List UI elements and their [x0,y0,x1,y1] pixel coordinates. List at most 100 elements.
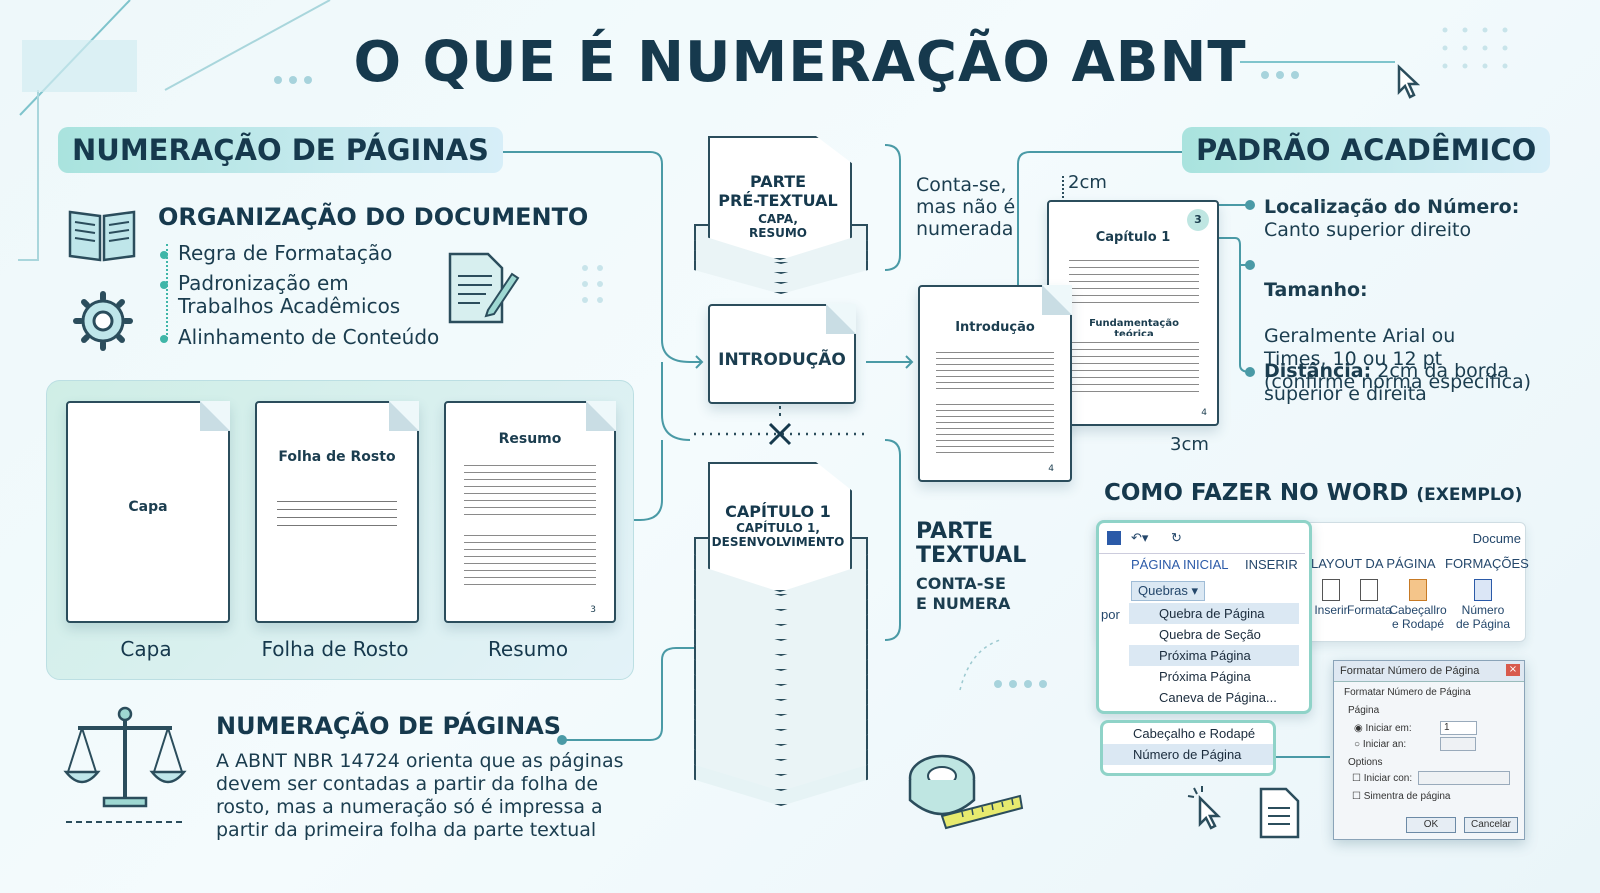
section-pill-academic-standard: PADRÃO ACADÊMICO [1182,127,1551,173]
pretext-sub2: RESUMO [749,226,807,240]
bottom-section-title: NUMERAÇÃO DE PÁGINAS [216,712,562,740]
textual-sub: CONTA-SE E NUMERA [916,574,1011,613]
click-cursor-icon [1186,784,1226,830]
tab-formacoes[interactable]: FORMAÇÕES [1445,556,1529,571]
intro-page-title: Introdução [955,320,1035,335]
quebras-dropdown[interactable]: Quebras ▾ [1131,581,1206,601]
dialog-group-page: Página [1348,705,1380,716]
dialog-section-label: Formatar Número de Página [1344,687,1471,698]
bullet-formatting-rule: Regra de Formatação [160,241,392,265]
caption-capa: Capa [120,637,172,661]
ribbon-header-footer-button[interactable]: Cabeçallro e Rodapé [1389,579,1447,631]
page-number: 4 [1201,408,1207,418]
page-card-resumo: Resumo 3 [444,401,616,623]
start-an-input[interactable] [1440,737,1476,751]
dialog-group-options: Options [1348,757,1383,768]
intro-card: INTRODUÇÃO [708,304,856,404]
spec-location: Localização do Número: Canto superior di… [1264,196,1520,241]
page-card-capa-label: Capa [128,499,168,515]
dialog-cancel-button[interactable]: Cancelar [1464,817,1518,833]
margin-top-label: 2cm [1068,172,1107,193]
menu-next-page[interactable]: Próxima Página [1129,645,1299,666]
pretext-line1: PARTE [749,172,807,191]
margin-top-guide [1062,176,1066,198]
word-doc-title: Docume [1472,531,1521,546]
header-footer-menu: Cabeçalho e Rodapé Número de Página [1100,720,1276,776]
bottom-section-text: A ABNT NBR 14724 orienta que as páginas … [216,750,624,841]
scales-icon [62,702,188,826]
gear-icon [72,290,134,352]
word-breaks-menu-panel: ↶▾ ↻ PÁGINA INICIAL INSERIR por Quebras … [1096,520,1312,714]
pretextual-stack: PARTE PRÉ-TEXTUAL CAPA, RESUMO [692,136,870,304]
menu-page-break[interactable]: Quebra de Página [1129,603,1299,624]
caption-folha-de-rosto: Folha de Rosto [261,637,409,661]
tab-page-layout[interactable]: LAYOUT DA PÁGINA [1311,556,1436,571]
book-icon [66,202,138,264]
bullet-content-alignment: Alinhamento de Conteúdo [160,325,439,349]
page-card-chapter: 3 Capítulo 1 Fundamentação teórica 4 [1047,200,1219,426]
bullet-guide [166,244,170,339]
org-title: ORGANIZAÇÃO DO DOCUMENTO [158,203,589,231]
menu-next-page-2[interactable]: Próxima Página [1159,669,1251,684]
start-con-select[interactable] [1418,771,1510,785]
page-card-folha-label: Folha de Rosto [278,449,396,465]
page-number: 4 [1048,464,1054,474]
margin-bottom-label: 3cm [1170,434,1209,455]
ribbon-format-button[interactable]: Formata [1347,579,1392,617]
dialog-title: Formatar Número de Página [1334,661,1524,682]
intro-label: INTRODUÇÃO [718,350,846,370]
tab-insert[interactable]: INSERIR [1245,557,1298,572]
caption-resumo: Resumo [487,637,569,661]
text-block [464,529,596,591]
ribbon-fragment-label: por [1101,607,1120,622]
format-page-number-dialog: Formatar Número de Página × Formatar Núm… [1333,660,1525,840]
text-block [464,459,596,519]
start-at-input[interactable]: 1 [1440,721,1477,735]
text-block [936,399,1054,457]
radio-start-at[interactable]: ◉ Iniciar em: [1354,723,1412,734]
dialog-close-icon[interactable]: × [1506,664,1520,676]
menu-page-canvas[interactable]: Caneva de Página... [1159,690,1277,705]
page-title: O QUE É NUMERAÇÃO ABNT [353,30,1247,95]
document-icon [1258,786,1302,840]
page-card-resumo-label: Resumo [498,431,562,447]
chapter-page-title: Capítulo 1 [1095,230,1171,245]
chapter-line1: CAPÍTULO 1 [725,502,831,521]
menu-section-break[interactable]: Quebra de Seção [1159,627,1261,642]
text-block [1069,254,1199,306]
menu-header-footer[interactable]: Cabeçalho e Rodapé [1133,726,1256,741]
undo-icon[interactable]: ↶▾ [1131,530,1149,545]
menu-page-number[interactable]: Número de Página [1103,744,1273,765]
textual-stack: CAPÍTULO 1 CAPÍTULO 1, DESENVOLVIMENTO [692,462,870,808]
redo-icon[interactable]: ↻ [1171,530,1182,545]
checkbox-start-con[interactable]: ☐ Iniciar con: [1352,773,1413,784]
bullet-standardization: Padronização em Trabalhos Acadêmicos [160,272,400,318]
note-pretextual: Conta-se, mas não é numerada [916,174,1016,240]
chapter-sub1: CAPÍTULO 1, [736,521,820,535]
dialog-ok-button[interactable]: OK [1406,817,1456,833]
page-card-intro: Introdução 4 [918,285,1072,482]
cursor-icon [1396,64,1422,100]
textual-title: PARTE TEXTUAL [916,519,1027,568]
pretext-sub1: CAPA, [758,212,798,226]
document-edit-icon [446,250,520,326]
text-block [1069,336,1199,398]
section-pill-page-numbering: NUMERAÇÃO DE PÁGINAS [58,127,503,173]
spec-distance: Distância: 2cm da borda superior e direi… [1264,360,1509,405]
radio-start-an[interactable]: ○ Iniciar an: [1354,739,1407,750]
spec-size: Tamanho: Geralmente Arial ou Times, 10 o… [1264,279,1532,393]
chapter-page-subtitle: Fundamentação teórica [1089,318,1179,340]
pretext-line2: PRÉ-TEXTUAL [718,191,838,210]
tape-measure-icon [902,750,1026,832]
text-block [936,347,1054,391]
page-card-folha-de-rosto: Folha de Rosto [255,401,419,623]
save-icon[interactable] [1107,531,1121,545]
ribbon-insert-button[interactable]: Inserir [1311,579,1351,617]
chapter-sub2: DESENVOLVIMENTO [711,535,845,549]
checkbox-symmetric[interactable]: ☐ Simentra de página [1352,791,1451,802]
page-number-badge: 3 [1187,209,1209,231]
tab-home[interactable]: PÁGINA INICIAL [1131,557,1229,572]
word-section-title: COMO FAZER NO WORD (EXEMPLO) [1104,480,1523,506]
page-number: 3 [590,605,596,615]
ribbon-page-number-button[interactable]: Número de Página [1449,579,1517,631]
